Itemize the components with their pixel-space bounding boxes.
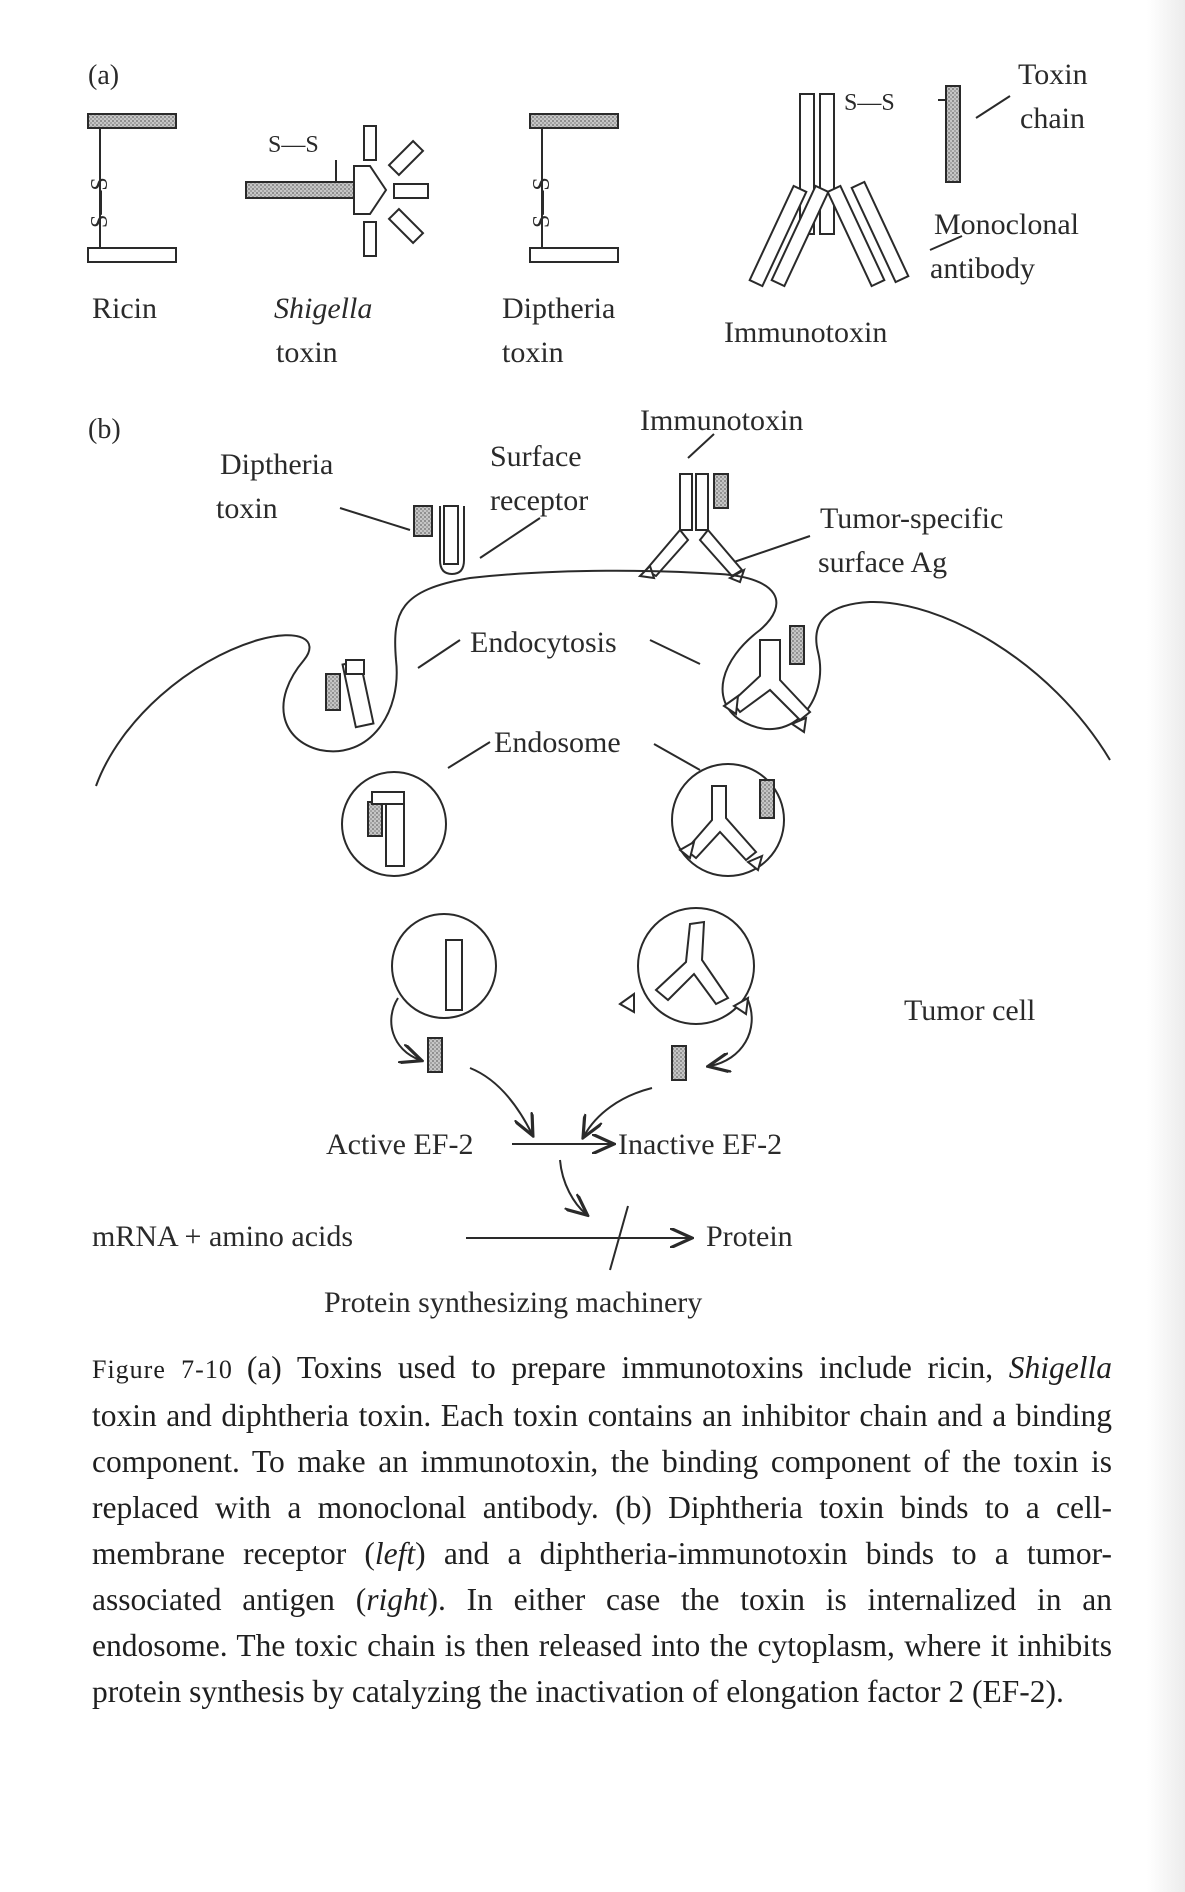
- shigella-toxin-label: toxin: [276, 336, 338, 369]
- tumor-cell-membrane: [95, 569, 1111, 787]
- ricin-diagram: S—S: [87, 113, 177, 263]
- b-diptheria-label: Diptheria: [220, 448, 333, 481]
- inactive-ef2-label: Inactive EF-2: [618, 1128, 782, 1161]
- protein-label: Protein: [706, 1220, 793, 1253]
- toxin-chain-label-2: chain: [1020, 102, 1085, 135]
- figure-number: Figure 7-10: [92, 1355, 233, 1384]
- surface-receptor-label-2: receptor: [490, 484, 588, 517]
- diptheria-toxin-label: toxin: [502, 336, 564, 369]
- endosome-right-upper: [671, 763, 785, 877]
- tumor-ag-label-2: surface Ag: [818, 546, 947, 579]
- mrna-label: mRNA + amino acids: [92, 1220, 353, 1253]
- tumor-ag-label-1: Tumor-specific: [820, 502, 1003, 535]
- shigella-disulfide-bond: S—S: [268, 132, 319, 158]
- b-immunotoxin-label: Immunotoxin: [640, 404, 803, 437]
- panel-b-label: (b): [88, 414, 121, 445]
- caption-part-2: toxin and diphtheria toxin. Each toxin c…: [92, 1398, 1112, 1571]
- toxin-chain-label-1: Toxin: [1018, 58, 1088, 91]
- machinery-label: Protein synthesizing machinery: [324, 1286, 702, 1319]
- scan-edge-shadow: [1147, 0, 1185, 1892]
- panel-a-label: (a): [88, 60, 119, 91]
- monoclonal-label-1: Monoclonal: [934, 208, 1079, 241]
- immunotoxin-diagram-a: S—S: [748, 85, 1011, 288]
- caption-shigella: Shigella: [1008, 1350, 1112, 1385]
- released-toxin-right: [671, 1045, 687, 1081]
- caption-left: left: [374, 1536, 416, 1571]
- b-diptheria-toxin-label: toxin: [216, 492, 278, 525]
- surface-receptor-label-1: Surface: [490, 440, 582, 473]
- figure-caption: Figure 7-10 (a) Toxins used to prepare im…: [92, 1345, 1112, 1715]
- caption-part-1: (a) Toxins used to prepare immunotoxins …: [246, 1350, 994, 1385]
- immunotoxin-figure: (a) S—S Ricin S—S Shigella: [87, 58, 1111, 1319]
- immunotoxin-label-a: Immunotoxin: [724, 316, 887, 349]
- monoclonal-label-2: antibody: [930, 252, 1035, 285]
- shigella-label: Shigella: [274, 292, 372, 325]
- released-toxin-left: [427, 1037, 443, 1073]
- caption-part-3: ) and a diphtheria-immunotoxin binds to …: [92, 1536, 1112, 1617]
- immunotoxin-disulfide-bond: S—S: [844, 90, 895, 116]
- endosome-left-upper: [341, 771, 447, 877]
- endosome-right-lower: [637, 907, 755, 1025]
- ricin-label: Ricin: [92, 292, 157, 325]
- endocytosis-label: Endocytosis: [470, 626, 617, 659]
- active-ef2-label: Active EF-2: [326, 1128, 473, 1161]
- bound-diptheria-toxin: [413, 505, 465, 576]
- endosome-left-lower: [391, 913, 497, 1019]
- caption-right: right: [366, 1582, 428, 1617]
- endosome-label: Endosome: [494, 726, 621, 759]
- diptheria-disulfide-bond: S—S: [529, 177, 555, 228]
- shigella-toxin-diagram: S—S: [245, 125, 429, 257]
- diptheria-toxin-diagram: S—S: [529, 113, 619, 263]
- ricin-disulfide-bond: S—S: [87, 177, 113, 228]
- bound-immunotoxin: [637, 473, 746, 584]
- diptheria-label: Diptheria: [502, 292, 615, 325]
- endocytic-pocket-left: [325, 659, 375, 729]
- caption-part-4: ). In either case the toxin is internali…: [92, 1582, 1112, 1709]
- endocytic-pocket-right: [722, 625, 812, 734]
- tumor-cell-label: Tumor cell: [904, 994, 1035, 1027]
